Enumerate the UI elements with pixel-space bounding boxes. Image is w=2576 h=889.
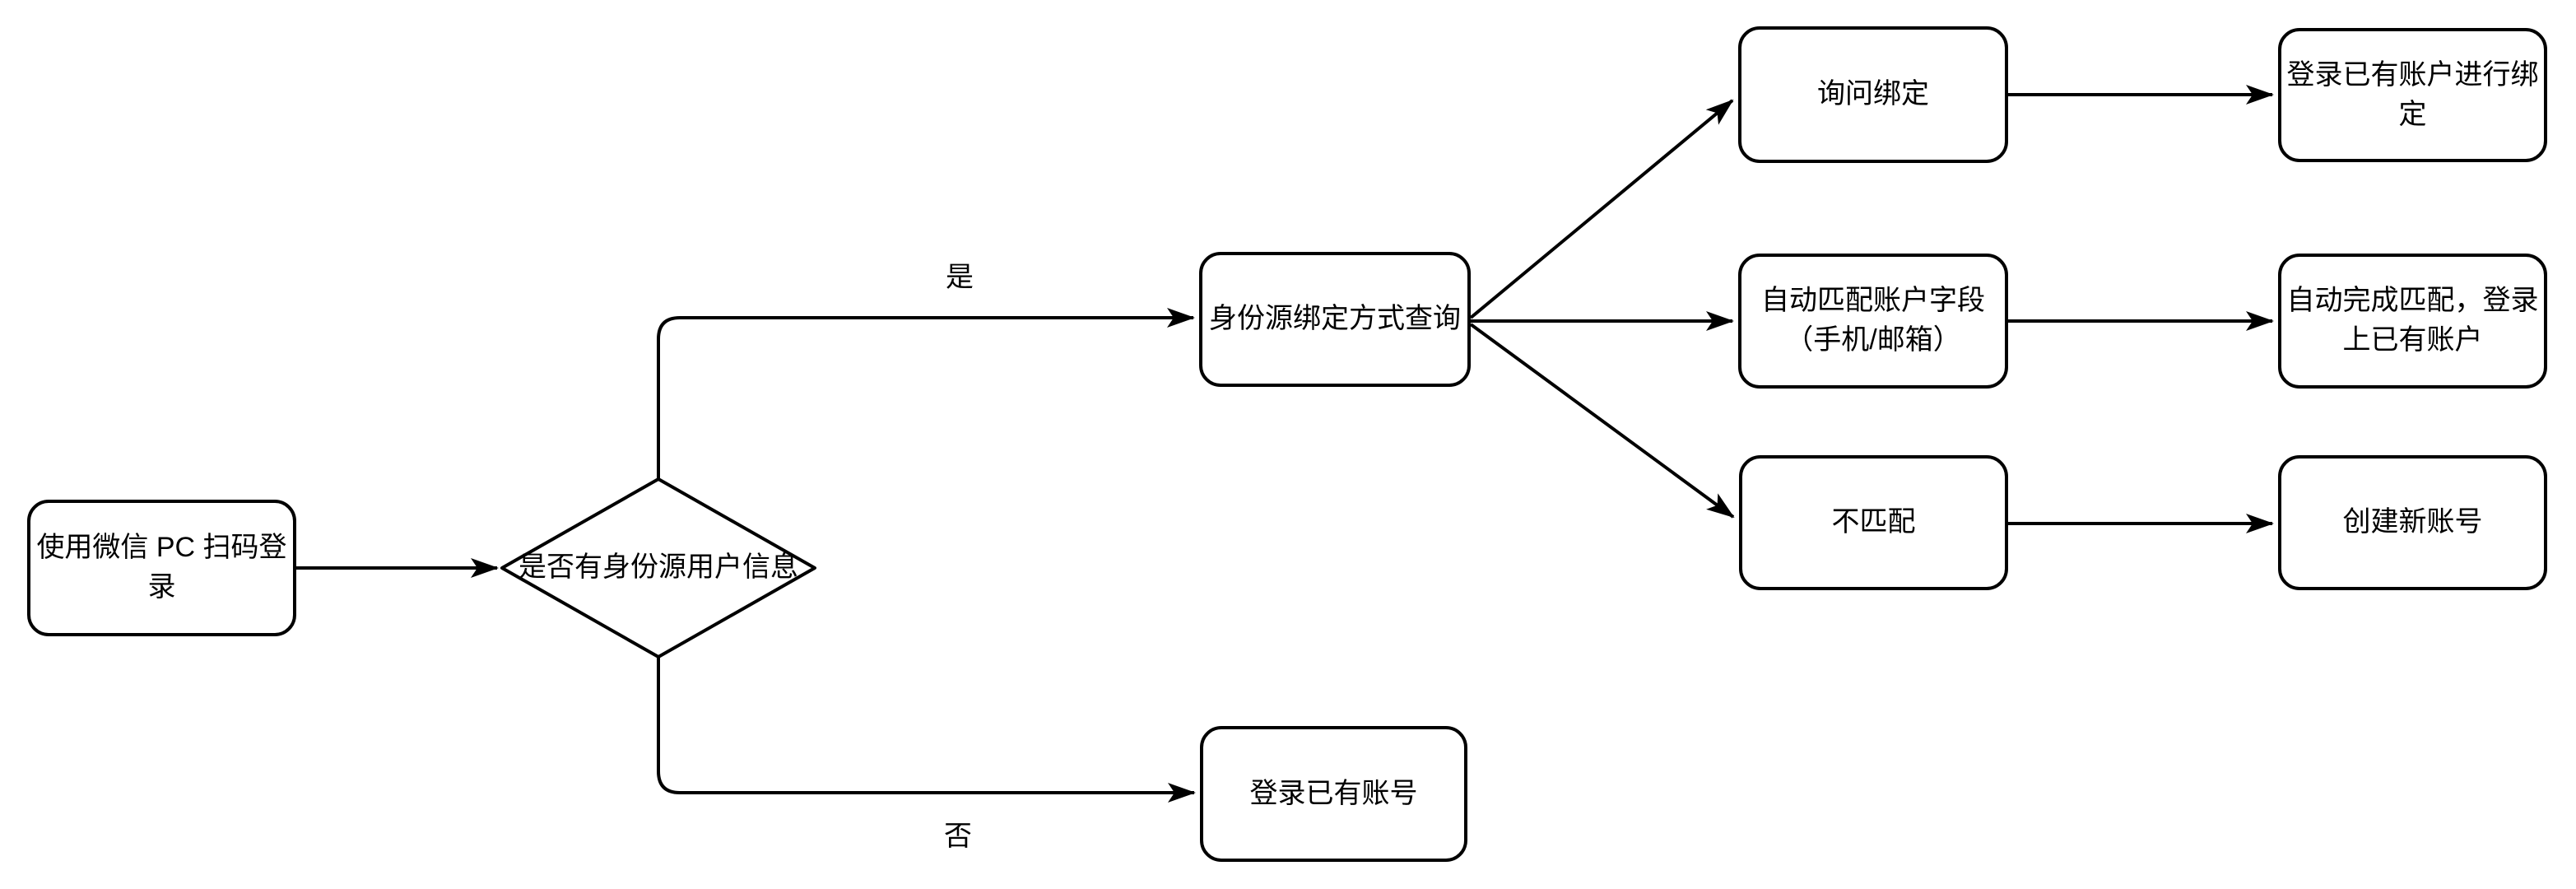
node-query: 身份源绑定方式查询	[1199, 252, 1471, 387]
edge-decision-no-to-login-existing	[657, 657, 1196, 803]
node-create-new: 创建新账号	[2278, 455, 2547, 590]
node-login-bind: 登录已有账户进行绑定	[2278, 28, 2547, 162]
node-ask-bind-label: 询问绑定	[1817, 78, 1929, 110]
node-auto-match: 自动匹配账户字段（手机/邮箱）	[1738, 254, 2008, 389]
edge-decision-yes-to-query	[657, 308, 1195, 479]
node-login-bind-label: 登录已有账户进行绑定	[2286, 58, 2539, 130]
node-auto-match-label: 自动匹配账户字段（手机/邮箱）	[1761, 285, 1985, 356]
node-query-label: 身份源绑定方式查询	[1209, 303, 1461, 335]
node-no-match: 不匹配	[1739, 455, 2008, 590]
node-no-match-label: 不匹配	[1831, 506, 1916, 538]
node-start-label: 使用微信 PC 扫码登录	[36, 532, 287, 603]
node-decision-label: 是否有身份源用户信息	[518, 552, 798, 584]
node-login-existing-label: 登录已有账号	[1249, 777, 1418, 809]
edge-label-yes: 是	[942, 262, 977, 293]
edge-query-to-no-match	[1469, 323, 1735, 519]
node-auto-complete-label: 自动完成匹配，登录上已有账户	[2286, 285, 2539, 356]
node-create-new-label: 创建新账号	[2342, 506, 2483, 538]
node-start: 使用微信 PC 扫码登录	[27, 500, 296, 636]
edge-label-no: 否	[941, 821, 975, 852]
node-login-existing: 登录已有账号	[1200, 726, 1467, 862]
edge-query-to-ask-bind	[1469, 99, 1734, 319]
decision-diamond-shape	[500, 477, 816, 659]
node-ask-bind: 询问绑定	[1738, 26, 2008, 163]
node-auto-complete: 自动完成匹配，登录上已有账户	[2278, 254, 2547, 389]
